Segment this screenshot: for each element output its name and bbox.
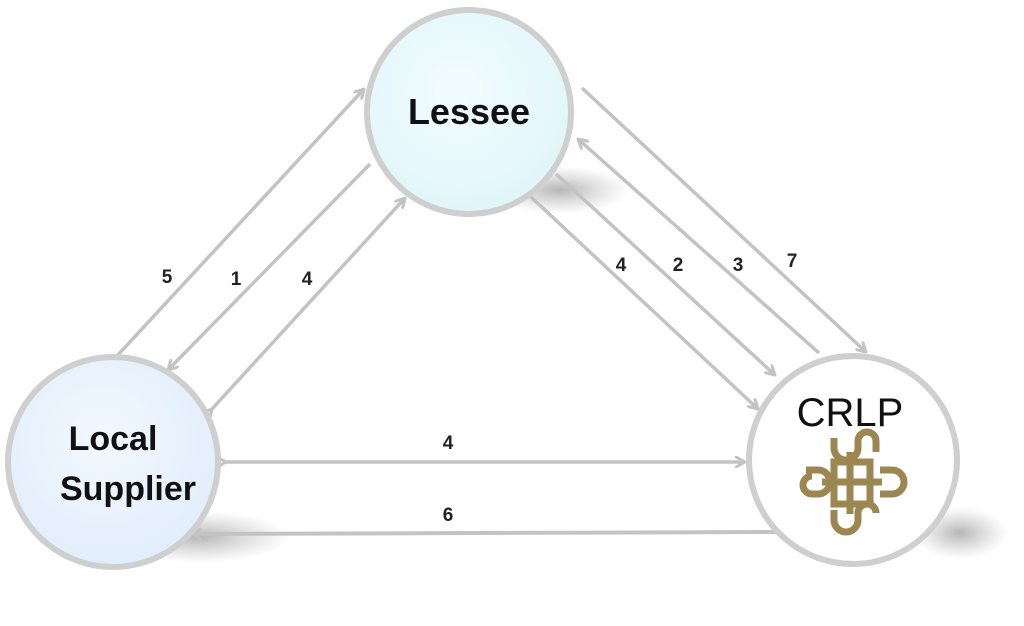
crlp-label: CRLP <box>797 391 904 435</box>
edge-label-4-supplier-crlp: 4 <box>443 433 454 454</box>
edge-label-4-lessee-supplier: 4 <box>302 269 313 290</box>
edge-label-2: 2 <box>673 255 684 276</box>
crlp-knot-logo-icon <box>799 428 908 536</box>
edge-7 <box>580 86 866 352</box>
edge-label-4-lessee-crlp: 4 <box>616 255 627 276</box>
edge-label-7: 7 <box>787 251 798 272</box>
edge-label-6: 6 <box>443 505 454 526</box>
edge-6 <box>192 532 779 534</box>
edge-label-5: 5 <box>162 267 173 288</box>
node-local-supplier: Local Supplier <box>5 354 221 570</box>
node-lessee: Lessee <box>364 7 574 217</box>
edge-label-3: 3 <box>733 255 744 276</box>
edge-2 <box>554 172 775 375</box>
edge-5 <box>114 89 364 359</box>
supplier-label-line1: Local <box>69 420 158 458</box>
edge-3 <box>578 139 821 355</box>
node-crlp: CRLP <box>746 353 960 567</box>
lessee-label: Lessee <box>408 91 530 132</box>
supplier-label-line2: Supplier <box>60 470 196 508</box>
edge-4-lessee-crlp <box>531 197 758 409</box>
edge-4-lessee-supplier <box>212 198 405 409</box>
edge-label-1: 1 <box>231 269 242 290</box>
